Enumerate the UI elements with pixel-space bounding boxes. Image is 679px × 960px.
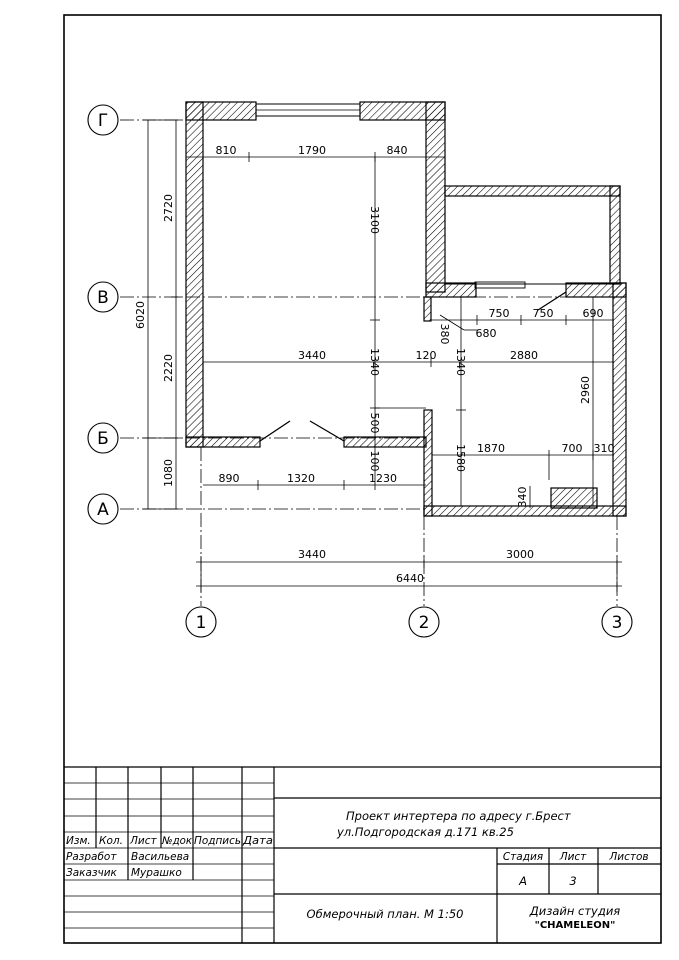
dim-top-1790: 1790 (298, 144, 326, 157)
dim-h-120: 120 (416, 349, 437, 362)
door-leaf-right (309, 420, 345, 442)
dim-left-2720: 2720 (162, 194, 175, 222)
tb-stadia-label: Стадия (503, 851, 543, 863)
tb-project-line1: Проект интертера по адресу г.Брест (346, 809, 571, 823)
dim-v-380: 380 (438, 324, 451, 345)
tb-razrab-name: Васильева (131, 851, 189, 863)
axis-label-3: 3 (612, 613, 623, 633)
dim-o-3440: 3440 (298, 548, 326, 561)
axis-label-2: 2 (419, 613, 430, 633)
dim-h-690: 690 (583, 307, 604, 320)
dim-b-890: 890 (219, 472, 240, 485)
axis-bubble-1 (185, 606, 217, 638)
tb-sheet-title: Обмерочный план. М 1:50 (307, 907, 464, 921)
dim-o-6440: 6440 (396, 572, 424, 585)
dim-left-1080: 1080 (162, 459, 175, 487)
floor-plan: Г В Б А 1 2 3 810 1790 840 2720 6020 222… (87, 101, 633, 638)
axis-bubble-g (87, 104, 119, 136)
dim-v-500: 500 (368, 413, 381, 434)
axis-label-1: 1 (196, 613, 207, 633)
tb-studio-line1: Дизайн студия (529, 904, 621, 918)
dim-h-680: 680 (476, 327, 497, 340)
wall-right-room-east (612, 282, 627, 517)
tb-razrab-label: Разработ (66, 851, 117, 863)
axis-bubble-3 (601, 606, 633, 638)
dim-b-1320: 1320 (287, 472, 315, 485)
tb-list-value: 3 (569, 874, 576, 888)
wall-balcony-east (609, 185, 621, 285)
dim-left-2220: 2220 (162, 354, 175, 382)
wall-right-room-top-a (425, 282, 477, 298)
tb-header-izm: Изм. (66, 835, 91, 847)
dim-v-1580: 1580 (454, 444, 467, 472)
tb-zakaz-name: Мурашко (131, 867, 182, 879)
dim-h-750-b: 750 (533, 307, 554, 320)
dim-h-2880: 2880 (510, 349, 538, 362)
sheet-frame (63, 14, 662, 944)
dim-v-1340-a: 1340 (368, 348, 381, 376)
dim-left-6020: 6020 (134, 301, 147, 329)
wall-left-room-bottom-right (343, 436, 427, 448)
tb-header-data: Дата (242, 835, 273, 847)
tb-header-ndoc: №док (161, 835, 193, 847)
dim-top-840: 840 (387, 144, 408, 157)
axis-label-a: А (97, 500, 109, 520)
tb-header-list: Лист (129, 835, 157, 847)
dim-h-310: 310 (594, 442, 615, 455)
axis-bubble-b (87, 422, 119, 454)
wall-balcony-top (444, 185, 621, 197)
tb-list-label: Лист (559, 851, 587, 863)
tb-project-line2: ул.Подгородская д.171 кв.25 (336, 825, 514, 839)
axis-label-g: Г (98, 111, 108, 131)
title-block: Изм. Кол. Лист №док Подпись Дата Разрабо… (64, 766, 661, 943)
dim-v-2960: 2960 (579, 376, 592, 404)
tb-zakaz-label: Заказчик (66, 867, 118, 879)
dim-h-3440: 3440 (298, 349, 326, 362)
wall-left-room-east (425, 101, 446, 293)
dim-b-1230: 1230 (369, 472, 397, 485)
balcony-door-swing (537, 291, 567, 311)
tb-stadia-value: А (518, 874, 527, 888)
tb-header-kol: Кол. (99, 835, 123, 847)
dim-o-3000: 3000 (506, 548, 534, 561)
axis-bubble-v (87, 281, 119, 313)
balcony-door (474, 281, 526, 289)
axis-bubble-a (87, 493, 119, 525)
tb-header-podpis: Подпись (194, 835, 241, 847)
dim-h-750-a: 750 (489, 307, 510, 320)
dim-v-3100: 3100 (368, 206, 381, 234)
wall-left-room-bottom-left (185, 436, 261, 448)
dim-v-100: 100 (368, 451, 381, 472)
dim-top-810: 810 (216, 144, 237, 157)
tb-studio-line2: "CHAMELEON" (535, 920, 616, 931)
wall-left-room-west (185, 101, 204, 448)
dim-h-700: 700 (562, 442, 583, 455)
wall-partition-upper (423, 296, 432, 322)
dim-v-1340-b: 1340 (454, 348, 467, 376)
tb-listov-label: Листов (608, 851, 648, 863)
dim-h-1870: 1870 (477, 442, 505, 455)
axis-label-b: Б (97, 429, 109, 449)
dim-v-340: 340 (516, 487, 529, 508)
wall-partition-lower (423, 409, 433, 517)
axis-bubble-2 (408, 606, 440, 638)
axis-label-v: В (97, 288, 109, 308)
niche (550, 487, 598, 509)
